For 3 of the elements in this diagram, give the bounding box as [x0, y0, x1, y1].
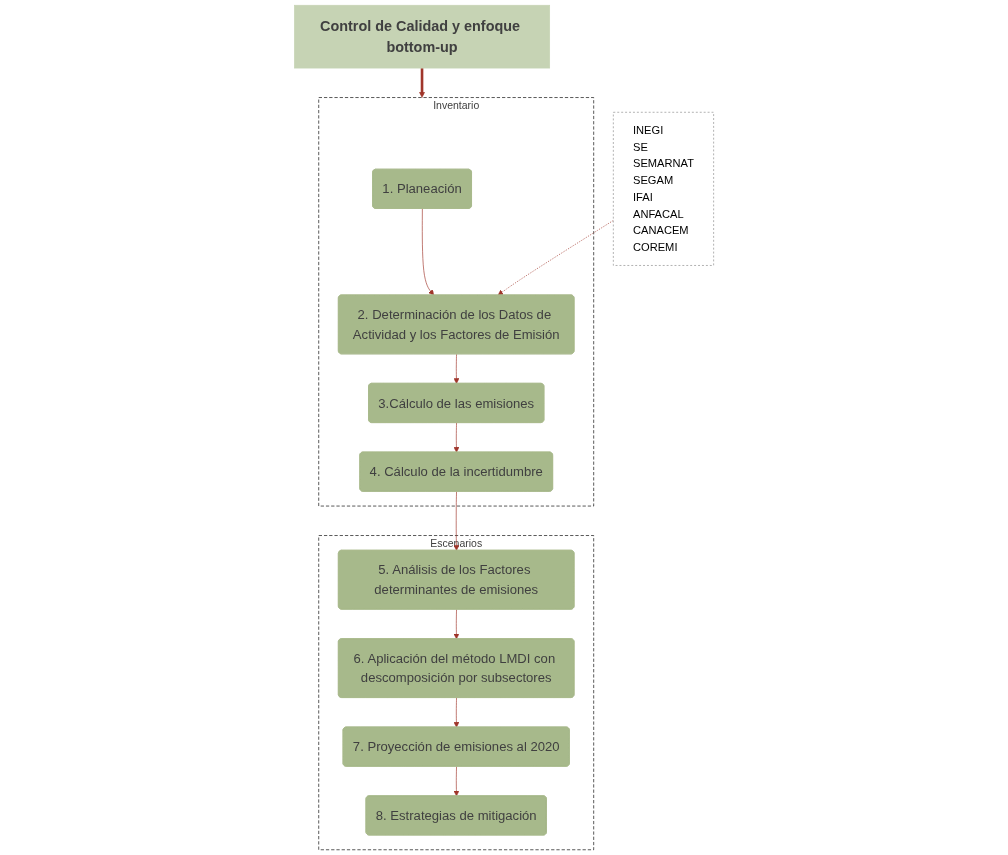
node-box: INEGI SE SEMARNAT SEGAM IFAI ANFACAL CANACEM COREMI [613, 111, 714, 266]
arrow [419, 68, 425, 98]
node-box: Control de Calidad y enfoque bottom-up [294, 4, 551, 69]
